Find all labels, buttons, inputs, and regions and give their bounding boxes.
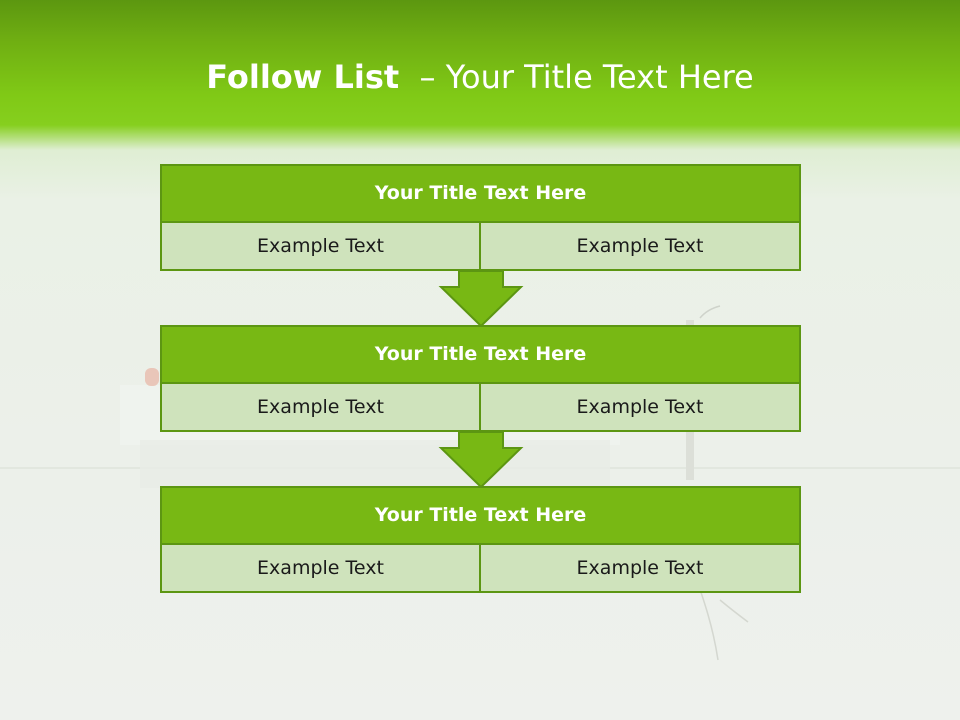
step-example-left: Example Text <box>160 382 481 432</box>
page-title-bold: Follow List <box>206 58 400 96</box>
step-example-right: Example Text <box>479 221 801 271</box>
down-arrow-icon <box>438 270 524 328</box>
step-title: Your Title Text Here <box>160 325 801 384</box>
step-example-right: Example Text <box>479 543 801 593</box>
step-title: Your Title Text Here <box>160 486 801 545</box>
page-title: Follow List – Your Title Text Here <box>0 52 960 102</box>
step-example-right: Example Text <box>479 382 801 432</box>
step-example-left: Example Text <box>160 221 481 271</box>
page-title-rest: – Your Title Text Here <box>399 58 754 96</box>
step-title: Your Title Text Here <box>160 164 801 223</box>
down-arrow-icon <box>438 431 524 489</box>
step-example-left: Example Text <box>160 543 481 593</box>
